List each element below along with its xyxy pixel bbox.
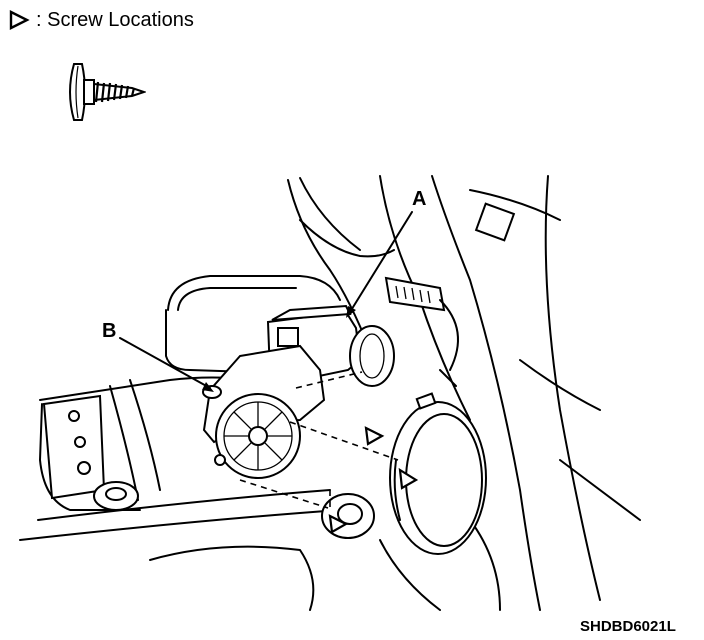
figure-code: SHDBD6021L	[580, 618, 676, 635]
screw-marker-icon	[364, 426, 385, 446]
window-motor	[202, 304, 395, 479]
screw-icon	[69, 63, 146, 121]
legend-text: : Screw Locations	[36, 8, 194, 31]
screw-marker-icon	[328, 514, 349, 534]
screw-alignment-lines	[239, 371, 399, 510]
callout-a: A	[412, 188, 427, 210]
screw-marker-icon	[398, 467, 419, 490]
screw-location-markers	[328, 426, 419, 534]
door-speaker	[389, 392, 487, 555]
left-bracket	[42, 394, 139, 511]
door-panel-outline	[19, 175, 641, 611]
harness-connector	[384, 202, 516, 387]
callout-b: B	[102, 320, 117, 342]
window-regulator-motor-diagram	[19, 175, 641, 611]
open-triangle-right-icon	[9, 10, 30, 30]
callout-leaders	[119, 211, 413, 392]
screw-locations-legend: : Screw Locations	[8, 6, 194, 34]
